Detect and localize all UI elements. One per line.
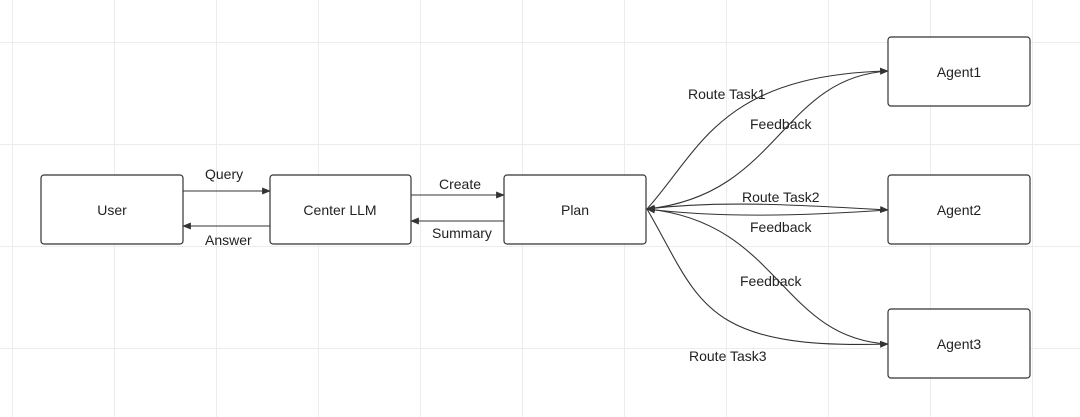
summary-label: Summary xyxy=(432,225,492,241)
agent3-node-label: Agent3 xyxy=(937,336,982,352)
feedback3-label: Feedback xyxy=(740,273,802,289)
route-task2-arrow xyxy=(646,203,889,214)
plan-node-label: Plan xyxy=(561,202,589,218)
feedback2-label: Feedback xyxy=(750,219,812,235)
plan-node[interactable]: Plan xyxy=(503,174,647,245)
center-llm-node-label: Center LLM xyxy=(303,202,376,218)
user-node[interactable]: User xyxy=(40,174,184,245)
feedback2-arrow xyxy=(646,206,889,216)
route-task3-label: Route Task3 xyxy=(689,348,767,364)
route-task1-label: Route Task1 xyxy=(688,86,766,102)
agent3-node[interactable]: Agent3 xyxy=(887,308,1031,379)
route-task2-label: Route Task2 xyxy=(742,189,820,205)
center-llm-node[interactable]: Center LLM xyxy=(269,174,412,245)
query-label: Query xyxy=(205,166,243,182)
feedback1-label: Feedback xyxy=(750,116,812,132)
agent1-node-label: Agent1 xyxy=(937,64,982,80)
create-label: Create xyxy=(439,176,481,192)
agent2-node-label: Agent2 xyxy=(937,202,982,218)
route-task3-arrow xyxy=(646,208,889,348)
answer-label: Answer xyxy=(205,232,252,248)
feedback3-arrow xyxy=(646,206,889,345)
route-task1-arrow xyxy=(646,67,889,210)
agent1-node[interactable]: Agent1 xyxy=(887,36,1031,107)
feedback1-arrow xyxy=(646,70,889,212)
user-node-label: User xyxy=(97,202,127,218)
agent2-node[interactable]: Agent2 xyxy=(887,174,1031,245)
